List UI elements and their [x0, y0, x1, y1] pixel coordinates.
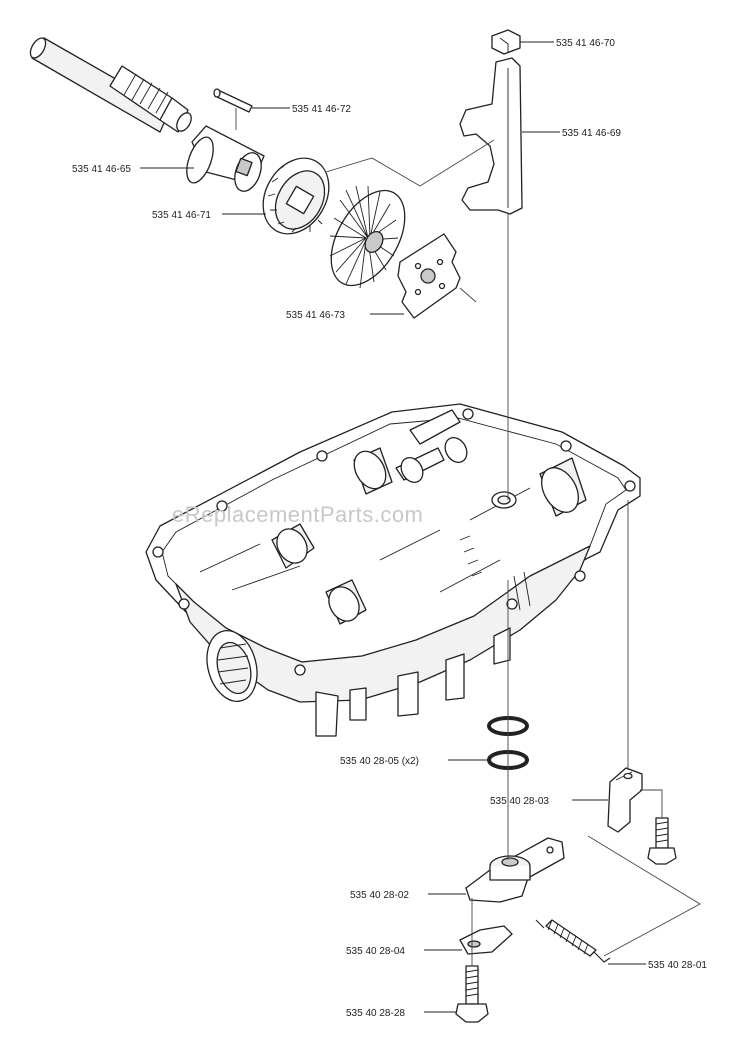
washer-part	[459, 925, 513, 955]
watermark-text: eReplacementParts.com	[172, 502, 423, 527]
assembly-lines	[235, 108, 701, 966]
impeller-part	[329, 185, 406, 289]
callout-535-41-46-73: 535 41 46-73	[286, 310, 345, 321]
lever-part	[465, 837, 565, 903]
callout-535-41-46-65: 535 41 46-65	[72, 164, 131, 175]
axle-shaft	[29, 37, 192, 133]
callout-535-41-46-69: 535 41 46-69	[562, 128, 621, 139]
callout-labels: 535 41 46-70 535 41 46-72 535 41 46-69 5…	[72, 38, 707, 1019]
callout-535-41-46-70: 535 41 46-70	[556, 38, 615, 49]
spring-part	[535, 919, 611, 963]
callout-535-40-28-03: 535 40 28-03	[490, 796, 549, 807]
coupling-part	[186, 125, 265, 192]
plate-part	[397, 233, 477, 319]
pin-part	[213, 88, 253, 113]
gear-part	[262, 157, 330, 235]
screw-part	[647, 817, 677, 865]
callout-535-40-28-01: 535 40 28-01	[648, 960, 707, 971]
bolt-part	[455, 965, 489, 1023]
callout-535-40-28-28: 535 40 28-28	[346, 1008, 405, 1019]
nut-part	[491, 29, 521, 55]
callout-535-40-28-04: 535 40 28-04	[346, 946, 405, 957]
callout-535-40-28-02: 535 40 28-02	[350, 890, 409, 901]
shift-fork-part	[459, 57, 523, 215]
callout-leaders	[140, 41, 646, 1013]
bracket-part	[607, 767, 643, 833]
callout-535-40-28-05: 535 40 28-05 (x2)	[340, 756, 419, 767]
transmission-housing	[145, 403, 641, 737]
callout-535-41-46-72: 535 41 46-72	[292, 104, 351, 115]
callout-535-41-46-71: 535 41 46-71	[152, 210, 211, 221]
